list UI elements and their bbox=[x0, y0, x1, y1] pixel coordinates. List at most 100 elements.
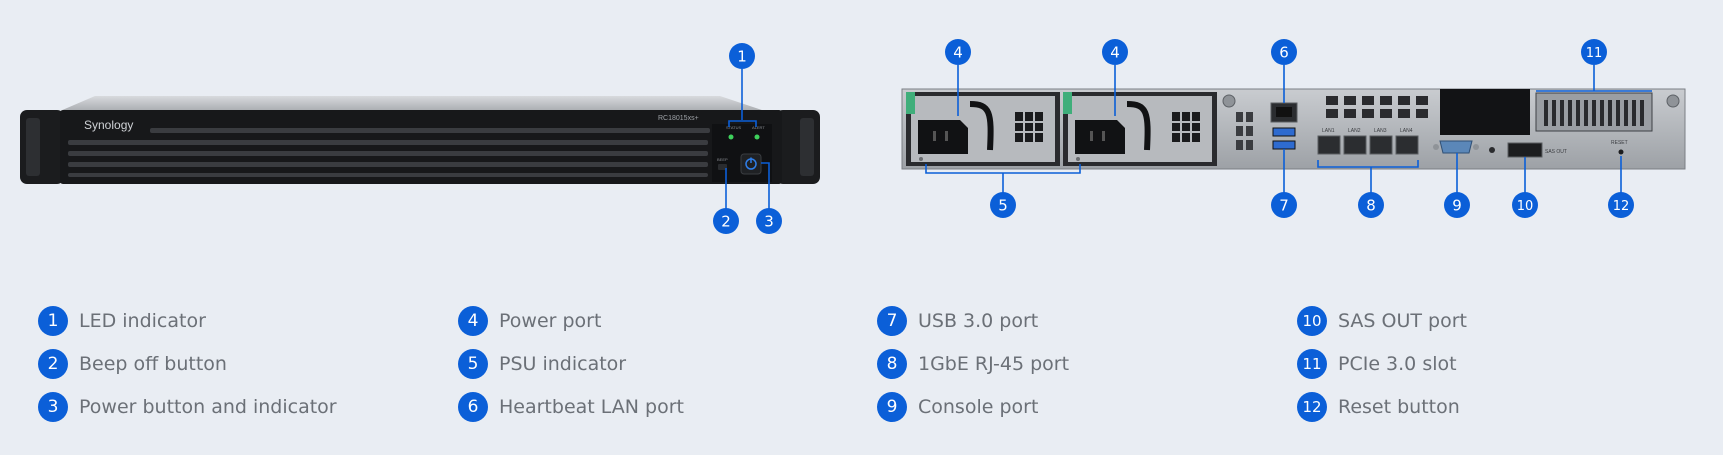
callout-6: 6 bbox=[1271, 39, 1297, 65]
reset-label: RESET bbox=[1611, 140, 1628, 146]
psu-2-power-socket bbox=[1075, 120, 1125, 154]
usb-port-2[interactable] bbox=[1272, 140, 1296, 150]
usb-port-1[interactable] bbox=[1272, 127, 1296, 137]
rear-top-vent bbox=[1326, 96, 1428, 118]
lan-label-1: LAN1 bbox=[1322, 128, 1335, 134]
legend-number: 10 bbox=[1297, 306, 1327, 336]
power-button[interactable] bbox=[740, 153, 762, 175]
callout-6-number: 6 bbox=[1279, 44, 1289, 62]
sas-label: SAS OUT bbox=[1545, 149, 1567, 155]
front-vents bbox=[68, 128, 710, 177]
legend-item-rj45-port: 8 1GbE RJ-45 port bbox=[877, 348, 1069, 380]
front-panel: Synology RC18015xs+ STATUS ALERT BEEP bbox=[20, 96, 820, 184]
legend-number: 12 bbox=[1297, 392, 1327, 422]
legend-number: 9 bbox=[877, 392, 907, 422]
legend-label: USB 3.0 port bbox=[918, 310, 1039, 332]
psu-1-indicator bbox=[919, 157, 923, 161]
legend-number: 4 bbox=[458, 306, 488, 336]
legend-number: 3 bbox=[38, 392, 68, 422]
callout-11: 11 bbox=[1581, 39, 1607, 65]
lan-port-1[interactable] bbox=[1317, 135, 1341, 155]
lan-label-4: LAN4 bbox=[1400, 128, 1413, 134]
sas-out-port[interactable] bbox=[1507, 142, 1543, 158]
beep-label: BEEP bbox=[717, 157, 728, 162]
lan-port-3[interactable] bbox=[1369, 135, 1393, 155]
callout-4a-number: 4 bbox=[953, 44, 963, 62]
legend-label: Reset button bbox=[1338, 396, 1460, 418]
callout-5-number: 5 bbox=[998, 197, 1008, 215]
reset-button[interactable] bbox=[1618, 149, 1624, 155]
callout-5: 5 bbox=[990, 192, 1016, 218]
legend-item-console-port: 9 Console port bbox=[877, 391, 1038, 423]
legend-label: 1GbE RJ-45 port bbox=[918, 353, 1070, 375]
callout-3-number: 3 bbox=[764, 213, 774, 231]
callout-12: 12 bbox=[1608, 192, 1634, 218]
psu-1-power-socket bbox=[918, 120, 968, 154]
legend-label: Console port bbox=[918, 396, 1039, 418]
rear-panel: LAN1 LAN2 LAN3 LAN4 CON SAS OUT RESET bbox=[901, 88, 1686, 170]
psu-2 bbox=[1063, 92, 1217, 166]
pcie-bracket bbox=[1440, 89, 1530, 135]
legend-number: 8 bbox=[877, 349, 907, 379]
model-label: RC18015xs+ bbox=[658, 115, 699, 122]
legend-number: 5 bbox=[458, 349, 488, 379]
callout-9-number: 9 bbox=[1452, 197, 1462, 215]
legend-item-beep-off-button: 2 Beep off button bbox=[38, 348, 227, 380]
lan-port-4[interactable] bbox=[1395, 135, 1419, 155]
psu-2-indicator bbox=[1076, 157, 1080, 161]
psu-2-cable-clip bbox=[1126, 101, 1151, 151]
callout-1-number: 1 bbox=[737, 48, 747, 66]
rear-screw-right bbox=[1666, 94, 1680, 108]
lan-label-3: LAN3 bbox=[1374, 128, 1387, 134]
legend-item-power-port: 4 Power port bbox=[458, 305, 601, 337]
legend-item-psu-indicator: 5 PSU indicator bbox=[458, 348, 626, 380]
legend-item-usb-port: 7 USB 3.0 port bbox=[877, 305, 1038, 337]
pcie-slot-vent bbox=[1544, 100, 1644, 126]
legend-number: 2 bbox=[38, 349, 68, 379]
callout-8-number: 8 bbox=[1366, 197, 1376, 215]
psu-1-handle[interactable] bbox=[906, 92, 915, 114]
psu-1 bbox=[906, 92, 1060, 166]
callout-9: 9 bbox=[1444, 192, 1470, 218]
psu-2-handle[interactable] bbox=[1063, 92, 1072, 114]
legend-label: Power port bbox=[499, 310, 602, 332]
console-port[interactable] bbox=[1439, 140, 1473, 154]
legend-label: Heartbeat LAN port bbox=[499, 396, 684, 418]
beep-off-button[interactable] bbox=[718, 164, 727, 170]
callout-4-psu-2: 4 bbox=[1102, 39, 1128, 65]
callout-4b-number: 4 bbox=[1110, 44, 1120, 62]
legend-label: PSU indicator bbox=[499, 353, 627, 375]
lan-port-2[interactable] bbox=[1343, 135, 1367, 155]
callout-2: 2 bbox=[713, 208, 739, 234]
callout-2-number: 2 bbox=[721, 213, 731, 231]
callout-1: 1 bbox=[729, 43, 755, 69]
legend-label: SAS OUT port bbox=[1338, 310, 1467, 332]
legend-item-heartbeat-lan: 6 Heartbeat LAN port bbox=[458, 391, 684, 423]
legend-label: PCIe 3.0 slot bbox=[1338, 353, 1457, 375]
rear-screw-left bbox=[1222, 94, 1236, 108]
legend-number: 6 bbox=[458, 392, 488, 422]
callout-7-number: 7 bbox=[1279, 197, 1289, 215]
legend-item-reset-button: 12 Reset button bbox=[1297, 391, 1460, 423]
brand-logo: Synology bbox=[84, 118, 133, 132]
legend-number: 7 bbox=[877, 306, 907, 336]
callout-4-psu-1: 4 bbox=[945, 39, 971, 65]
status-led bbox=[728, 134, 734, 140]
callout-7: 7 bbox=[1271, 192, 1297, 218]
legend-label: Beep off button bbox=[79, 353, 227, 375]
rear-side-grille bbox=[1236, 112, 1253, 150]
psu-1-vent bbox=[1015, 112, 1043, 142]
callout-lines bbox=[725, 65, 1652, 209]
callout-10: 10 bbox=[1512, 192, 1538, 218]
callout-10-number: 10 bbox=[1517, 199, 1534, 214]
callout-11-number: 11 bbox=[1586, 46, 1603, 61]
psu-1-cable-clip bbox=[969, 101, 994, 151]
led-label-status: STATUS bbox=[726, 125, 742, 130]
lan-ports: LAN1 LAN2 LAN3 LAN4 bbox=[1317, 128, 1419, 155]
callout-12-number: 12 bbox=[1613, 199, 1630, 214]
legend-item-sas-out: 10 SAS OUT port bbox=[1297, 305, 1467, 337]
